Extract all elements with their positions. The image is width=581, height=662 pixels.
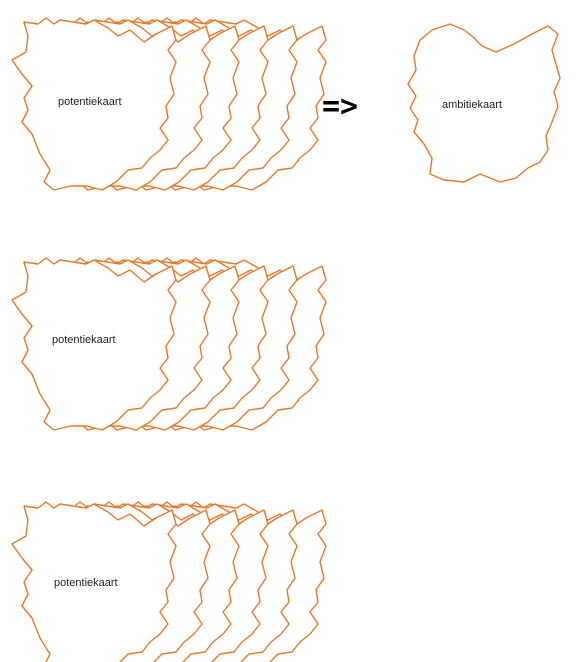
transform-arrow: => [322, 89, 358, 124]
potentiekaart-stack-2: potentiekaart [11, 257, 327, 431]
ambitiekaart-map: ambitiekaart [407, 23, 561, 183]
potentiekaart-stack-1: potentiekaart [11, 17, 327, 191]
potentiekaart-label: potentiekaart [58, 96, 122, 108]
potentiekaart-stack-3: potentiekaart [11, 501, 327, 662]
potentiekaart-label: potentiekaart [54, 577, 118, 589]
ambitiekaart-label: ambitiekaart [442, 99, 502, 111]
potentiekaart-label: potentiekaart [52, 334, 116, 346]
